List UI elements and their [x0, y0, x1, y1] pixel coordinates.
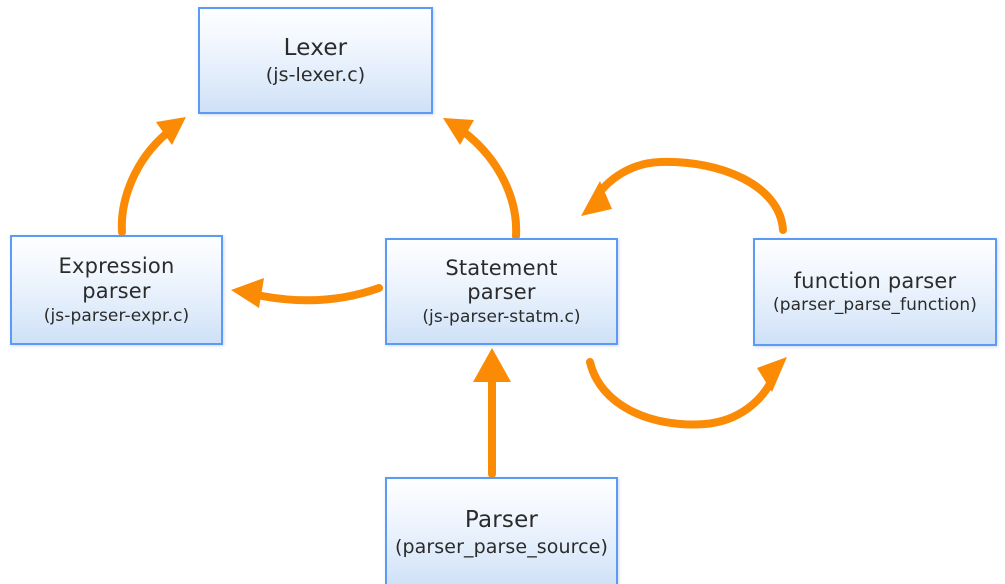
node-parser-subtitle: (parser_parse_source)	[394, 536, 609, 559]
edge-expression-to-lexer	[117, 117, 186, 236]
node-statement-parser-subtitle: (js-parser-statm.c)	[422, 307, 581, 328]
node-expression-parser-title: Expression parser	[58, 254, 175, 303]
edge-statement-to-lexer	[443, 118, 521, 240]
node-parser[interactable]: Parser (parser_parse_source)	[385, 477, 618, 584]
node-function-parser-subtitle: (parser_parse_function)	[772, 295, 978, 316]
edge-statement-to-function	[586, 357, 787, 429]
node-statement-parser-title: Statement parser	[445, 255, 558, 305]
edge-parser-to-statement	[473, 348, 511, 478]
node-lexer[interactable]: Lexer (js-lexer.c)	[198, 7, 433, 114]
node-parser-title: Parser	[464, 507, 539, 534]
edge-function-to-statement	[581, 157, 787, 234]
node-lexer-title: Lexer	[283, 34, 348, 61]
node-statement-parser[interactable]: Statement parser (js-parser-statm.c)	[385, 238, 618, 345]
node-function-parser-title: function parser	[793, 268, 957, 293]
node-expression-parser[interactable]: Expression parser (js-parser-expr.c)	[10, 235, 223, 345]
edge-statement-to-expression	[231, 278, 383, 308]
node-function-parser[interactable]: function parser (parser_parse_function)	[753, 238, 997, 346]
node-lexer-subtitle: (js-lexer.c)	[265, 63, 366, 86]
node-expression-parser-subtitle: (js-parser-expr.c)	[43, 305, 190, 326]
